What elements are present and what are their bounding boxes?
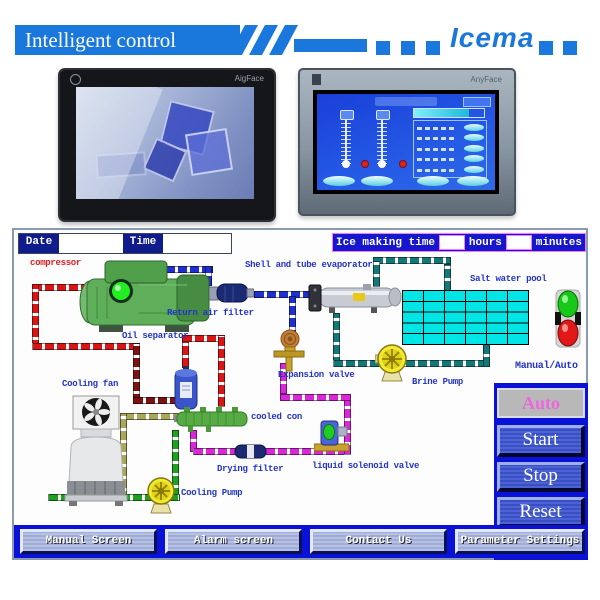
nav-alarm-screen-button[interactable]: Alarm screen <box>165 529 302 554</box>
pipe-brine <box>373 257 451 264</box>
cooling-tower-image <box>57 395 137 512</box>
nav-contact-us-button[interactable]: Contact Us <box>310 529 447 554</box>
pipe-brine <box>333 360 490 367</box>
start-button[interactable]: Start <box>497 425 585 457</box>
hmi-right-bezel <box>313 90 499 194</box>
screen-oval-button <box>323 176 355 186</box>
solenoid-valve-image <box>313 420 350 458</box>
banner-dash-icon <box>294 39 367 52</box>
screen-progress-bar <box>413 108 485 118</box>
manual-auto-indicator[interactable] <box>554 289 582 353</box>
evaporator-label: Shell and tube evaporator <box>245 260 373 270</box>
ice-timer-bar: Ice making time hours minutes <box>332 233 586 252</box>
minutes-unit-label: minutes <box>535 236 582 249</box>
banner-square-icon <box>401 41 415 55</box>
nav-manual-screen-button[interactable]: Manual Screen <box>20 529 157 554</box>
screen-glare <box>76 87 163 199</box>
pipe-discharge <box>218 335 225 407</box>
evaporator-image <box>307 284 402 319</box>
banner-square-icon <box>426 41 440 55</box>
banner-square-icon <box>376 41 390 55</box>
drying-filter-label: Drying filter <box>217 464 284 474</box>
screen-oval-button <box>457 176 489 186</box>
time-label: Time <box>123 234 163 253</box>
cooling-pump-image <box>144 476 178 519</box>
hmi-left-logo-icon <box>70 74 81 85</box>
indicator-dot <box>361 160 369 168</box>
screen-oval-button <box>417 176 449 186</box>
screen-title-bar <box>375 97 437 106</box>
pipe-brine <box>483 344 490 367</box>
oil-separator-image <box>172 366 200 417</box>
pipe-brine <box>333 313 340 367</box>
hmi-photo-left: AigFace <box>58 68 276 222</box>
pipe-brine <box>444 264 451 291</box>
pipe-suction <box>254 291 312 298</box>
screen-menu-box <box>413 120 487 178</box>
slider-widget <box>375 110 390 168</box>
hmi-left-screen <box>76 87 254 199</box>
minutes-input[interactable] <box>505 235 532 250</box>
slider-widget <box>339 110 354 168</box>
brand-logo: Icema <box>450 22 535 53</box>
cooling-pump-label: Cooling Pump <box>181 488 243 498</box>
pipe-liquid <box>280 394 351 401</box>
banner-square-icon <box>539 41 553 55</box>
hmi-photo-right: AnyFace <box>298 68 516 216</box>
return-air-filter-image <box>208 282 255 309</box>
green-lamp-icon <box>557 290 579 318</box>
banner-title: Intelligent control <box>15 25 240 55</box>
datetime-box: Date Time <box>18 233 232 254</box>
date-label: Date <box>19 234 59 253</box>
screen-corner-button <box>463 97 491 107</box>
auto-button[interactable]: Auto <box>497 388 585 418</box>
screen-oval-button <box>361 176 393 186</box>
pipe-discharge <box>32 284 39 350</box>
red-lamp-icon <box>557 319 579 347</box>
nav-parameter-settings-button[interactable]: Parameter Settings <box>455 529 585 554</box>
condenser-label: cooled con <box>251 412 303 422</box>
return-air-filter-label: Return air filter <box>167 308 254 318</box>
salt-water-pool-grid <box>402 290 529 345</box>
pipe-brine <box>373 261 380 287</box>
solenoid-valve-label: liquid solenoid valve <box>312 461 420 471</box>
hmi-left-brand-text: AigFace <box>234 74 264 83</box>
drying-filter-image <box>234 440 267 467</box>
expansion-valve-image <box>272 328 306 377</box>
hmi-right-brand-text: AnyFace <box>470 75 502 84</box>
brine-pump-image <box>374 343 409 387</box>
scada-panel: Date Time Ice making time hours minutes <box>12 228 588 560</box>
time-value-field[interactable] <box>163 234 231 253</box>
condenser-image <box>174 405 250 438</box>
ice-timer-label: Ice making time <box>336 236 436 249</box>
compressor-image <box>77 255 219 339</box>
hours-input[interactable] <box>438 235 465 250</box>
reset-button[interactable]: Reset <box>497 497 585 528</box>
pipe-discharge <box>32 343 140 350</box>
ice-cube-image <box>184 127 234 177</box>
stop-button[interactable]: Stop <box>497 462 585 492</box>
brine-pump-label: Brine Pump <box>412 377 464 387</box>
compressor-label: compressor <box>30 258 82 268</box>
oil-separator-label: Oil separator <box>122 331 189 341</box>
bottom-nav-bar: Manual Screen Alarm screen Contact Us Pa… <box>14 525 586 558</box>
cooling-fan-label: Cooling fan <box>62 379 119 389</box>
hmi-right-screen <box>317 94 495 190</box>
compressor-run-indicator-icon <box>112 282 130 300</box>
manual-auto-label: Manual/Auto <box>515 361 578 372</box>
date-value-field[interactable] <box>59 234 123 253</box>
banner-square-icon <box>563 41 577 55</box>
indicator-dot <box>399 160 407 168</box>
expansion-valve-label: Expansion valve <box>278 370 355 380</box>
salt-water-pool-label: Salt water pool <box>470 274 547 284</box>
hmi-right-logo-icon <box>312 74 321 85</box>
hours-unit-label: hours <box>468 236 502 249</box>
pipe-liquid <box>280 363 287 394</box>
